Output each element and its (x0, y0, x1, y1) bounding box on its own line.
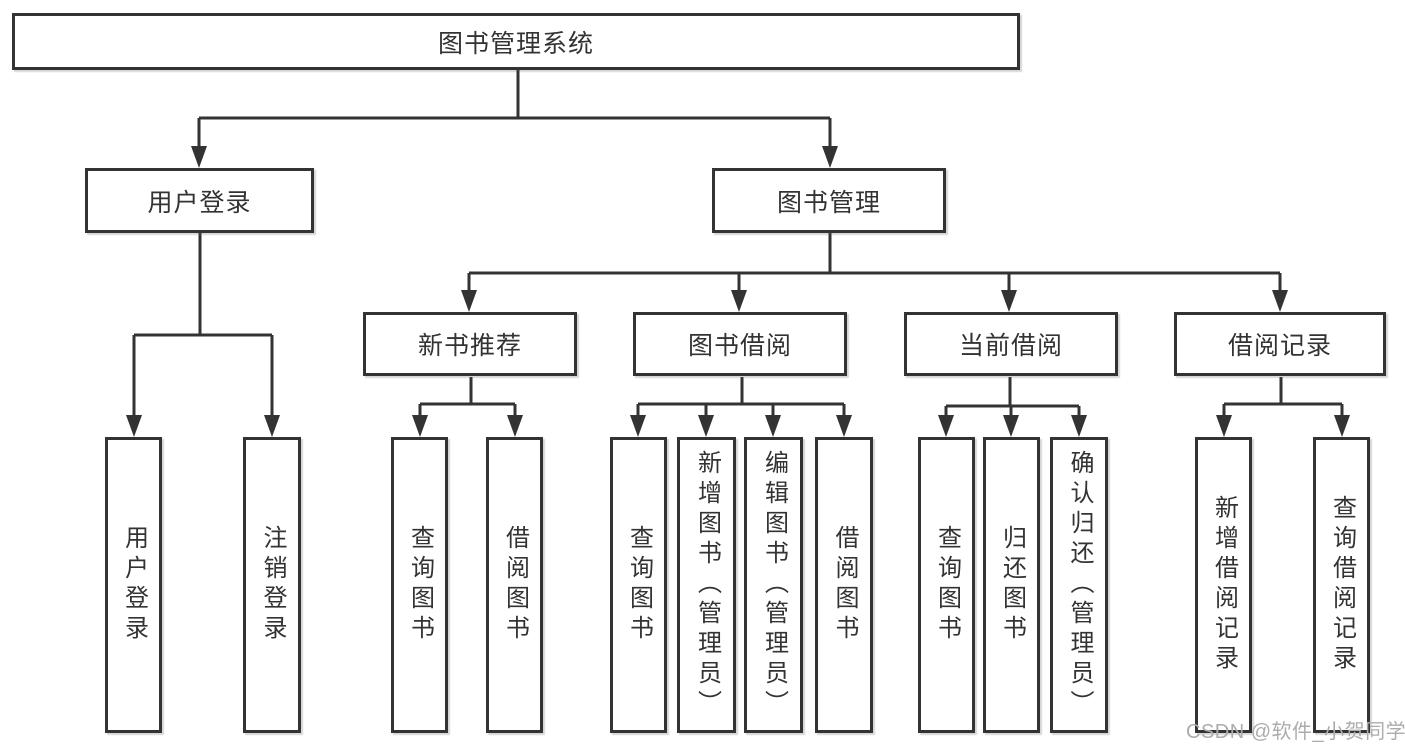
node-label: 查询借阅记录 (1328, 495, 1356, 675)
node-return-books: 归还图书 (983, 437, 1040, 733)
node-book-borrow: 图书借阅 (633, 312, 847, 376)
node-label: 图书借阅 (687, 332, 792, 360)
node-label: 借阅图书 (831, 525, 858, 645)
csdn-watermark: CSDN @软件_小贺同学 (1186, 721, 1405, 743)
node-leaf-user-login: 用户登录 (105, 437, 162, 733)
node-add-borrow-record: 新增借阅记录 (1195, 437, 1252, 733)
node-label: 借阅图书 (501, 525, 529, 645)
node-borrow-books-recommend: 借阅图书 (486, 437, 543, 733)
node-edit-books-admin: 编辑图书（管理员） (744, 437, 803, 733)
node-label: 用户登录 (120, 525, 148, 645)
node-label: 图书管理系统 (437, 29, 594, 58)
node-label: 新书推荐 (417, 332, 522, 360)
node-label: 图书管理 (776, 188, 881, 217)
node-query-books-current: 查询图书 (918, 437, 975, 733)
node-label: 借阅记录 (1227, 332, 1332, 360)
node-label: 新增借阅记录 (1210, 495, 1238, 675)
node-query-books-recommend: 查询图书 (391, 437, 448, 733)
node-label: 注销登录 (259, 525, 286, 645)
node-label: 编辑图书（管理员） (760, 450, 788, 720)
node-label: 查询图书 (625, 525, 653, 645)
node-leaf-logout: 注销登录 (243, 437, 301, 733)
node-query-books-borrow: 查询图书 (610, 437, 667, 733)
node-label: 新增图书（管理员） (693, 450, 721, 720)
node-book-management: 图书管理 (712, 168, 946, 233)
node-confirm-return-admin: 确认归还（管理员） (1050, 437, 1108, 733)
node-label: 查询图书 (406, 525, 434, 645)
node-borrow-records: 借阅记录 (1174, 312, 1386, 376)
node-user-login: 用户登录 (85, 168, 314, 233)
node-current-borrow: 当前借阅 (904, 312, 1118, 376)
node-add-books-admin: 新增图书（管理员） (677, 437, 736, 733)
node-label: 归还图书 (998, 525, 1026, 645)
node-label: 当前借阅 (958, 332, 1063, 360)
node-root: 图书管理系统 (12, 13, 1020, 70)
node-borrow-books-borrow: 借阅图书 (815, 437, 873, 733)
node-label: 查询图书 (933, 525, 961, 645)
node-label: 确认归还（管理员） (1066, 450, 1093, 720)
node-new-book-recommend: 新书推荐 (363, 312, 577, 376)
node-query-borrow-record: 查询借阅记录 (1313, 437, 1370, 733)
node-label: 用户登录 (147, 188, 252, 217)
